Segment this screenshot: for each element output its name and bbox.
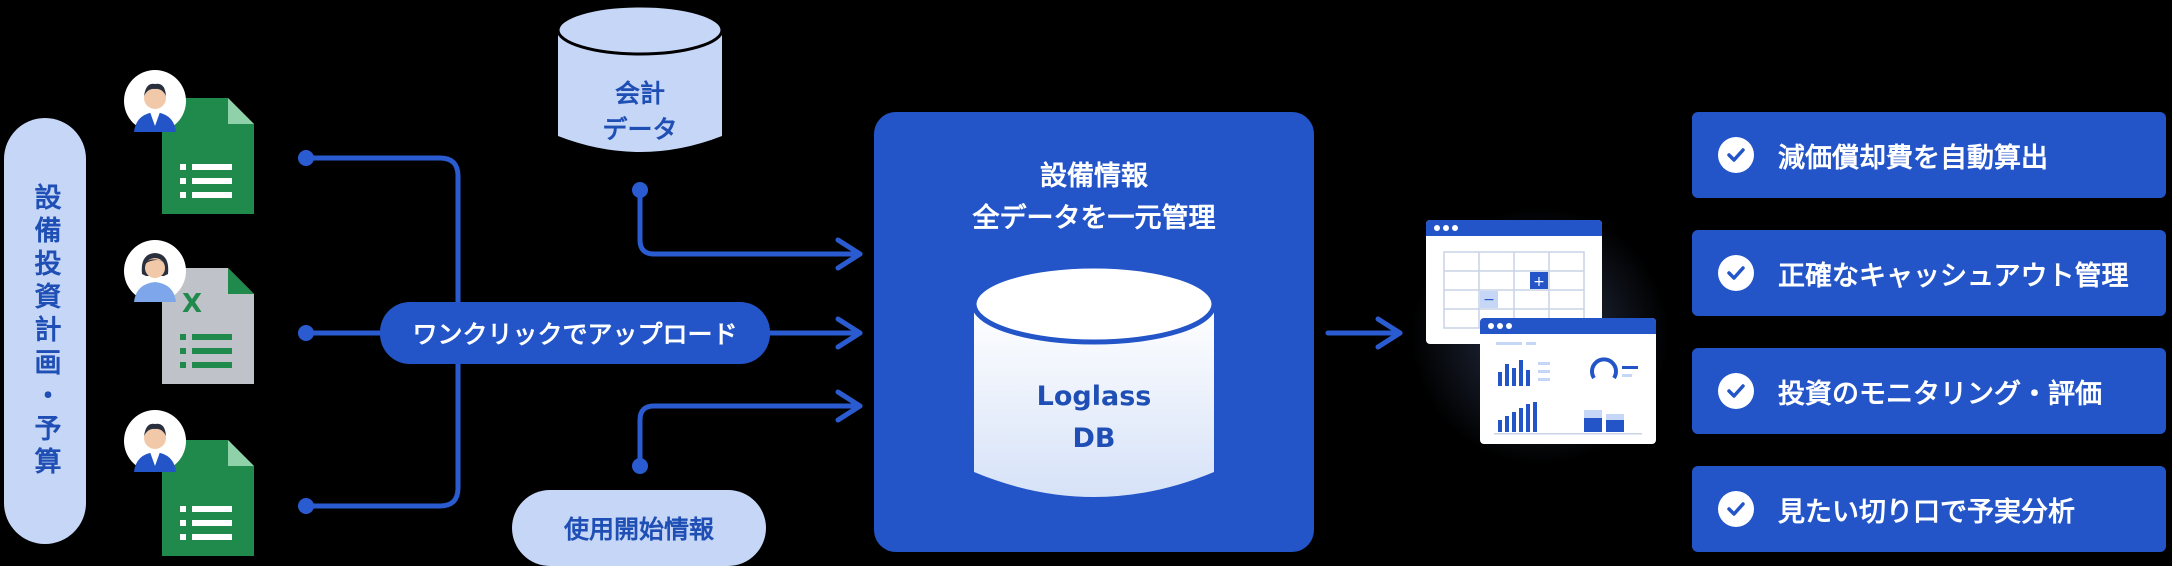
benefit-item-4: 見たい切り口で予実分析 [1692,466,2166,552]
benefit-item-3: 投資のモニタリング・評価 [1692,348,2166,434]
usage-label: 使用開始情報 [563,515,714,544]
spreadsheet-icon [162,98,254,214]
center-title-line1: 設備情報 [1040,161,1148,192]
spreadsheet-file-1 [162,98,254,218]
central-management-box: 設備情報 全データを一元管理 Loglass DB [874,112,1314,552]
one-click-upload-pill: ワンクリックでアップロード [380,302,770,364]
usage-start-info-pill: 使用開始情報 [512,490,766,566]
svg-text:−: − [1483,292,1495,308]
bar-chart-icon [1494,342,1642,435]
accounting-data-cylinder: 会計 データ [558,0,722,160]
svg-text:X: X [182,289,202,319]
check-icon [1718,373,1754,409]
accounting-line2: データ [602,115,678,144]
db-line2: DB [1072,423,1116,454]
check-icon [1718,255,1754,291]
accounting-line1: 会計 [614,79,665,108]
loglass-db-cylinder: Loglass DB [974,260,1214,516]
benefit-label: 減価償却費を自動算出 [1778,142,2048,174]
spreadsheet-window: + − [1426,220,1602,344]
benefit-item-2: 正確なキャッシュアウト管理 [1692,230,2166,316]
check-icon [1718,137,1754,173]
benefit-label: 正確なキャッシュアウト管理 [1778,260,2129,292]
benefit-label: 見たい切り口で予実分析 [1778,496,2075,528]
budget-plan-label: 設備投資計画・予算 [29,182,61,480]
avatar-woman [124,240,186,306]
chart-window [1480,318,1656,444]
svg-text:+: + [1533,274,1545,290]
avatar-man-2 [124,410,186,476]
excel-file: X [162,268,254,388]
budget-plan-pill: 設備投資計画・予算 [4,118,86,544]
spreadsheet-icon [162,440,254,556]
upload-label: ワンクリックでアップロード [412,320,738,349]
check-icon [1718,491,1754,527]
spreadsheet-file-2 [162,440,254,560]
benefit-label: 投資のモニタリング・評価 [1778,378,2102,410]
excel-icon: X [162,268,254,384]
benefit-item-1: 減価償却費を自動算出 [1692,112,2166,198]
db-line1: Loglass [1036,381,1152,412]
avatar-man-1 [124,70,186,136]
center-title-line2: 全データを一元管理 [972,203,1216,234]
